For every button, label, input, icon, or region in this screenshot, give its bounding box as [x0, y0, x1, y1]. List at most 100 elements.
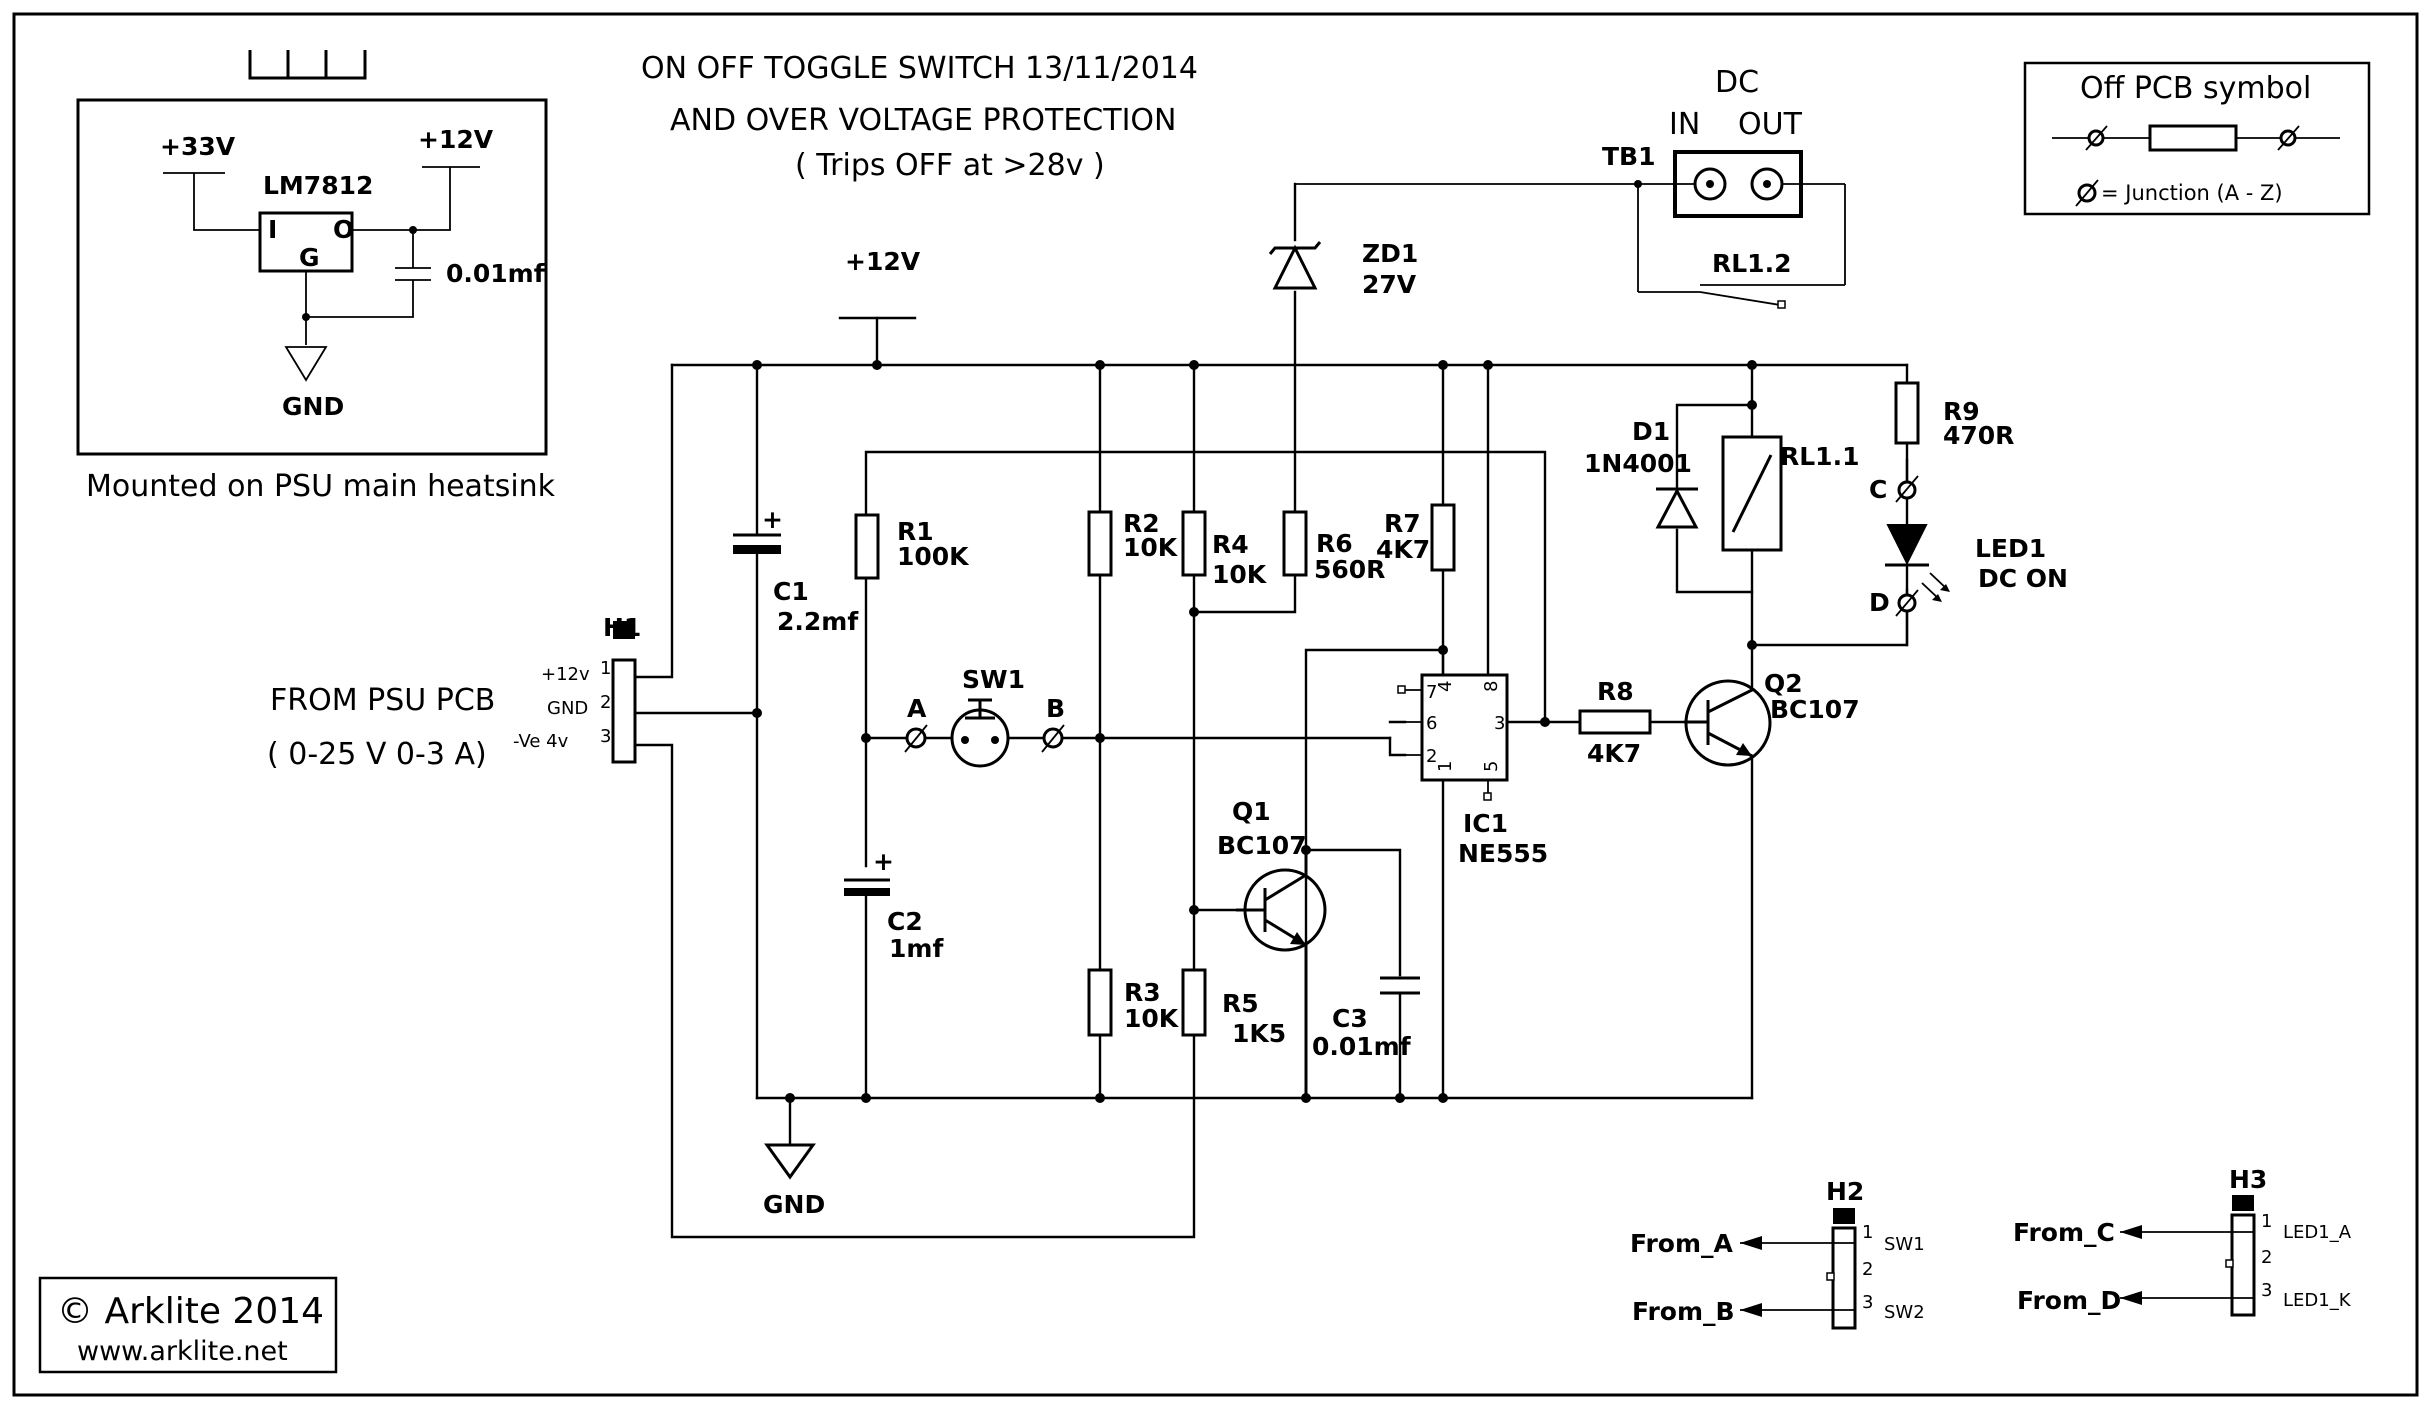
h1-pin1-label: +12v — [541, 664, 590, 685]
r5-resistor — [1181, 968, 1207, 1037]
rl1-2-contact — [1699, 291, 1781, 306]
q1-value: BC107 — [1217, 831, 1307, 860]
h3-header — [2230, 1213, 2256, 1317]
inset-frame — [76, 98, 548, 456]
title-line-1: ON OFF TOGGLE SWITCH 13/11/2014 — [641, 51, 1198, 86]
junction-b-label: B — [1046, 694, 1065, 723]
d1-ref: D1 — [1632, 417, 1670, 446]
r3-resistor — [1087, 968, 1113, 1037]
ic1-ne555 — [1420, 673, 1509, 782]
h3-pin2: 2 — [2261, 1247, 2272, 1268]
h1-label: H1 — [603, 613, 641, 642]
h2-from-b: From_B — [1632, 1297, 1735, 1326]
regulator-pin-g: G — [299, 243, 320, 272]
h2-label: H2 — [1826, 1177, 1864, 1206]
h3-led1-k: LED1_K — [2283, 1290, 2352, 1311]
copyright-line-1: © Arklite 2014 — [57, 1291, 324, 1332]
ic1-pin8: 8 — [1481, 681, 1502, 692]
tb1-label: TB1 — [1602, 142, 1656, 171]
h1-pin3: 3 — [600, 726, 611, 747]
r6-value: 560R — [1314, 555, 1385, 584]
c1-ref: C1 — [773, 577, 809, 606]
legend-resistor — [2148, 124, 2238, 152]
h2-pin3: 3 — [1862, 1292, 1873, 1313]
r2-ref: R2 — [1123, 509, 1160, 538]
r4-resistor — [1181, 510, 1207, 577]
copyright-box — [38, 1276, 338, 1374]
led1-ref: LED1 — [1975, 534, 2046, 563]
h1-pin2: 2 — [600, 692, 611, 713]
source-line-1: FROM PSU PCB — [270, 683, 495, 718]
h2-sw2: SW2 — [1884, 1302, 1925, 1323]
junction-a-label: A — [907, 694, 927, 723]
rl1-ref: RL1.1 — [1780, 442, 1859, 471]
ic1-pin2: 2 — [1426, 746, 1437, 767]
q2-ref: Q2 — [1764, 669, 1803, 698]
c2-plus-icon: + — [873, 847, 894, 876]
regulator-pin-i: I — [268, 215, 277, 244]
q1-transistor — [1236, 850, 1327, 1098]
h2-pin1: 1 — [1862, 1222, 1873, 1243]
gnd-label: GND — [763, 1190, 825, 1219]
copyright-line-2: www.arklite.net — [77, 1336, 288, 1367]
h3-from-d: From_D — [2017, 1286, 2121, 1315]
regulator-inset: +33V +12V LM7812 I O G 0.01mf GND — [76, 98, 548, 456]
d1-diode — [1655, 487, 1699, 529]
zd1-zener-diode — [1268, 241, 1322, 290]
h2-header-tab — [1833, 1208, 1855, 1224]
r4-ref: R4 — [1212, 530, 1249, 559]
r1-ref: R1 — [897, 517, 934, 546]
h2-from-a: From_A — [1630, 1229, 1734, 1258]
dc-out-label: OUT — [1738, 107, 1803, 142]
zd1-value: 27V — [1362, 270, 1417, 299]
legend-title: Off PCB symbol — [2080, 71, 2311, 106]
inset-33v-label: +33V — [160, 132, 236, 161]
ic1-pin1: 1 — [1435, 761, 1456, 772]
r6-resistor — [1282, 510, 1308, 577]
d1-value: 1N4001 — [1584, 449, 1692, 478]
c1-plus-icon: + — [762, 505, 783, 534]
ic1-pin7: 7 — [1426, 682, 1437, 703]
r8-value: 4K7 — [1587, 739, 1641, 768]
inset-cap-label: 0.01mf — [446, 259, 546, 288]
r7-value: 4K7 — [1376, 535, 1430, 564]
r1-resistor — [854, 513, 880, 580]
h2-sw1: SW1 — [1884, 1234, 1925, 1255]
inset-caption: Mounted on PSU main heatsink — [86, 469, 556, 504]
ic1-pin5: 5 — [1481, 761, 1502, 772]
c2-value: 1mf — [889, 934, 944, 963]
ic1-pin4: 4 — [1435, 681, 1456, 692]
sw1-switch — [904, 698, 1065, 768]
q2-transistor — [1684, 679, 1772, 767]
h1-pin3-label: -Ve 4v — [513, 731, 569, 752]
h2-pin2: 2 — [1862, 1259, 1873, 1280]
junction-c-label: C — [1869, 475, 1887, 504]
c2-capacitor — [844, 888, 890, 896]
r5-ref: R5 — [1222, 989, 1259, 1018]
junction-dots — [752, 360, 1757, 1103]
r7-resistor — [1430, 503, 1456, 572]
h3-pin3: 3 — [2261, 1280, 2272, 1301]
rail-12v-label: +12V — [845, 247, 921, 276]
r3-ref: R3 — [1124, 978, 1161, 1007]
title-line-2: AND OVER VOLTAGE PROTECTION — [670, 103, 1176, 138]
title-line-3: ( Trips OFF at >28v ) — [795, 148, 1105, 183]
q1-ref: Q1 — [1232, 797, 1271, 826]
heatsink-icon — [248, 50, 367, 80]
ic1-ref: IC1 — [1463, 809, 1508, 838]
source-line-2: ( 0-25 V 0-3 A) — [267, 737, 487, 772]
h3-from-c: From_C — [2013, 1218, 2115, 1247]
ground-icon — [284, 346, 328, 382]
junction-d-label: D — [1869, 588, 1890, 617]
wiring — [622, 182, 1909, 1239]
led1-value: DC ON — [1978, 564, 2068, 593]
ground-icon — [764, 1143, 816, 1180]
led1-indicator — [1885, 524, 1950, 602]
r9-resistor — [1894, 381, 1920, 445]
c2-ref: C2 — [887, 907, 923, 936]
ic1-value: NE555 — [1458, 839, 1548, 868]
legend-note: = Junction (A - Z) — [2101, 181, 2283, 205]
r4-value: 10K — [1212, 560, 1268, 589]
regulator-pin-o: O — [333, 215, 354, 244]
